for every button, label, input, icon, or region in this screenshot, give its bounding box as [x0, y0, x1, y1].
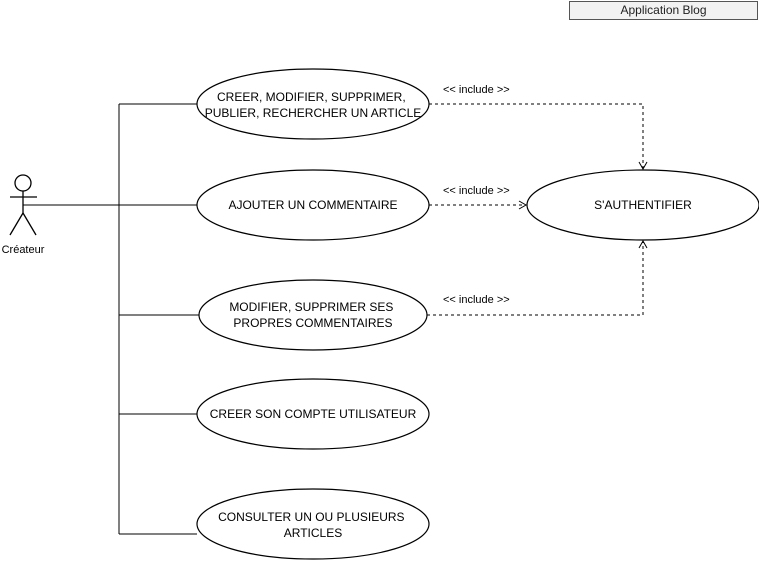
system-title-box: Application Blog [569, 1, 758, 20]
use-case-uc3[interactable]: MODIFIER, SUPPRIMER SES PROPRES COMMENTA… [198, 279, 428, 351]
use-case-uc4[interactable]: CREER SON COMPTE UTILISATEUR [196, 378, 430, 450]
use-case-label: CONSULTER UN OU PLUSIEURS [218, 510, 404, 524]
svg-text:CONSULTER UN OU PLUSIEURS: CONSULTER UN OU PLUSIEURS ARTICLES [218, 510, 408, 540]
associations [23, 103, 201, 535]
use-case-label: S'AUTHENTIFIER [594, 198, 692, 212]
use-case-label: PUBLIER, RECHERCHER UN ARTICLE [205, 106, 422, 120]
use-case-label: ARTICLES [284, 526, 342, 540]
include-label: << include >> [443, 84, 510, 96]
include-edge-uc3[interactable] [427, 239, 648, 316]
include-label: << include >> [443, 185, 510, 197]
use-cases: CREER, MODIFIER, SUPPRIMER, PUBLIER, REC… [196, 68, 759, 560]
use-case-ellipse [198, 279, 428, 351]
svg-text:MODIFIER, SUPPRIMER SES: MODIFIER, SUPPRIMER SES PROPRES COMMENTA… [229, 300, 396, 330]
use-case-label: CREER, MODIFIER, SUPPRIMER, [217, 90, 406, 104]
use-case-ellipse [196, 488, 430, 560]
use-case-uc5[interactable]: CONSULTER UN OU PLUSIEURS ARTICLES [196, 488, 430, 560]
use-case-label: AJOUTER UN COMMENTAIRE [228, 198, 397, 212]
use-case-label: CREER SON COMPTE UTILISATEUR [210, 407, 417, 421]
include-relations [427, 103, 648, 316]
actor-label: Créateur [2, 244, 45, 256]
use-case-ellipse [196, 68, 430, 140]
use-case-label: MODIFIER, SUPPRIMER SES [229, 300, 393, 314]
use-case-uc2[interactable]: AJOUTER UN COMMENTAIRE [196, 169, 430, 241]
use-case-label: PROPRES COMMENTAIRES [233, 316, 392, 330]
actor-right-leg [22, 212, 37, 236]
include-edge-uc1[interactable] [429, 103, 648, 171]
include-label: << include >> [443, 294, 510, 306]
svg-text:CREER, MODIFIER, SUPPRIMER,: CREER, MODIFIER, SUPPRIMER, PUBLIER, REC… [205, 90, 422, 120]
include-labels: << include >> << include >> << include >… [443, 84, 510, 306]
use-case-uc1[interactable]: CREER, MODIFIER, SUPPRIMER, PUBLIER, REC… [196, 68, 430, 140]
actor-createur[interactable]: Créateur [2, 174, 45, 256]
actor-left-leg [9, 212, 24, 236]
use-case-ellipse [196, 378, 430, 450]
actor-head [14, 174, 32, 192]
use-case-authentifier[interactable]: S'AUTHENTIFIER [526, 169, 759, 241]
system-title: Application Blog [620, 3, 707, 17]
